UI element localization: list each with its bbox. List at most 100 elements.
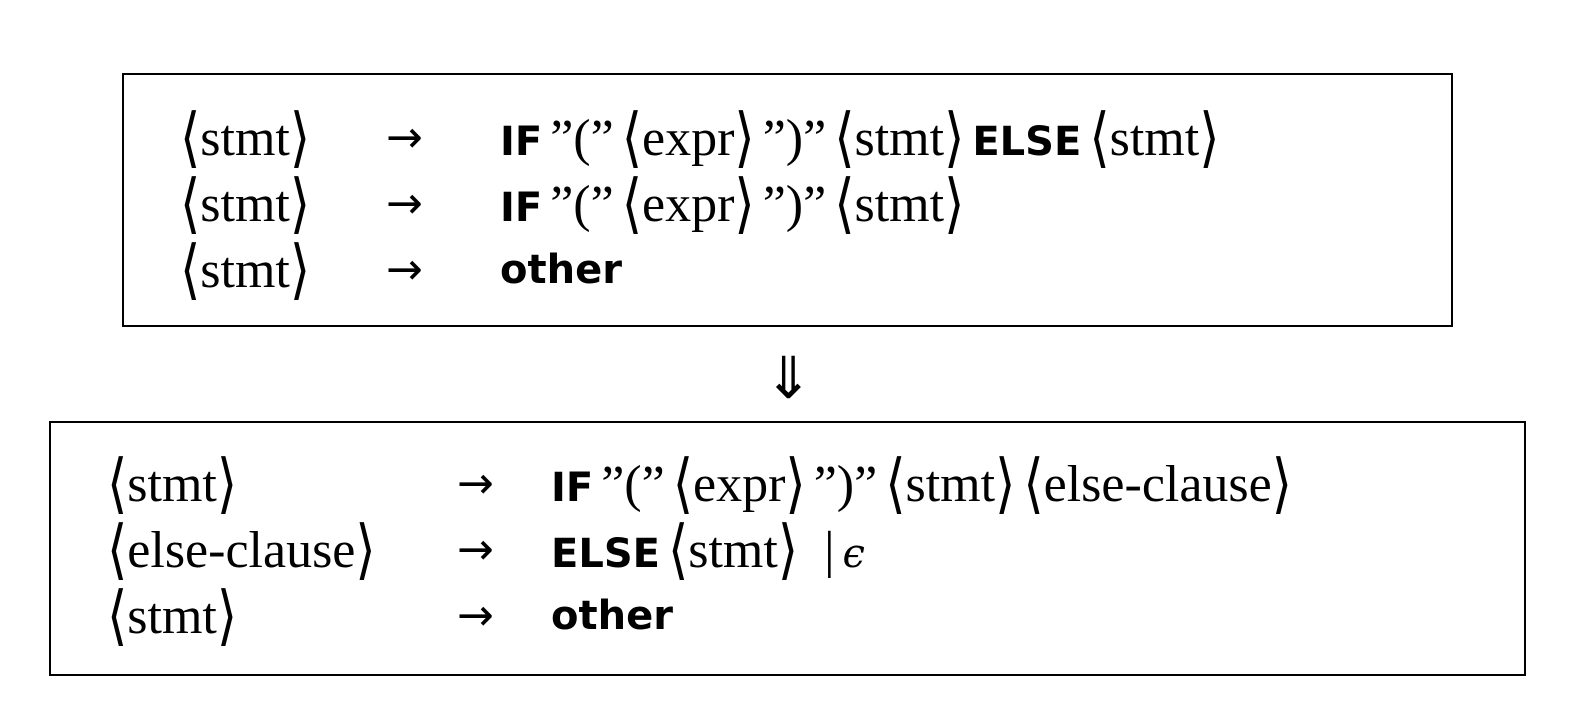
rule-lhs: ⟨stmt⟩ — [107, 447, 237, 522]
terminal-literal: ”)” — [762, 110, 827, 167]
rule-lhs: ⟨stmt⟩ — [180, 101, 310, 176]
nonterminal: ⟨stmt⟩ — [180, 233, 310, 316]
derives-arrow-icon: → — [386, 244, 423, 295]
rule-arrow: → — [457, 451, 494, 517]
nonterminal-text: else-clause — [1043, 456, 1272, 513]
derives-arrow-icon: → — [457, 524, 494, 575]
right-angle-bracket: ⟩ — [289, 100, 311, 176]
nonterminal-text: stmt — [854, 176, 945, 233]
terminal-keyword: other — [500, 247, 622, 293]
right-angle-bracket: ⟩ — [734, 100, 755, 176]
right-angle-bracket: ⟩ — [355, 512, 376, 588]
nonterminal: ⟨stmt⟩ — [107, 579, 237, 662]
factored-rule-row: ⟨stmt⟩→IF”(”⟨expr⟩”)”⟨stmt⟩⟨else-clause⟩ — [51, 447, 1524, 522]
nonterminal-text: stmt — [127, 588, 217, 645]
nonterminal-text: expr — [693, 456, 786, 513]
rule-arrow: → — [386, 237, 423, 303]
left-angle-bracket: ⟨ — [180, 166, 201, 242]
rule-rhs: ELSE⟨stmt⟩|ϵ — [551, 513, 865, 588]
alternative-bar: | — [824, 522, 835, 579]
nonterminal: ⟨else-clause⟩ — [1023, 447, 1292, 530]
nonterminal-text: expr — [642, 176, 735, 233]
nonterminal-text: expr — [642, 110, 735, 167]
nonterminal: ⟨stmt⟩ — [180, 167, 310, 250]
nonterminal: ⟨stmt⟩ — [668, 513, 798, 596]
nonterminal: ⟨expr⟩ — [673, 447, 806, 530]
nonterminal: ⟨stmt⟩ — [180, 101, 310, 184]
derives-arrow-icon: → — [457, 590, 494, 641]
factored-rule-row: ⟨else-clause⟩→ELSE⟨stmt⟩|ϵ — [51, 513, 1524, 588]
right-angle-bracket: ⟩ — [1199, 100, 1220, 176]
left-angle-bracket: ⟨ — [107, 446, 128, 522]
right-angle-bracket: ⟩ — [777, 512, 799, 588]
nonterminal: ⟨stmt⟩ — [107, 447, 237, 530]
rule-arrow: → — [386, 171, 423, 237]
nonterminal-text: stmt — [200, 176, 290, 233]
left-angle-bracket: ⟨ — [180, 232, 201, 308]
left-angle-bracket: ⟨ — [667, 512, 689, 588]
nonterminal-text: stmt — [1109, 110, 1200, 167]
terminal-literal: ”(” — [601, 456, 665, 513]
rule-rhs: IF”(”⟨expr⟩”)”⟨stmt⟩⟨else-clause⟩ — [551, 447, 1292, 522]
nonterminal-text: stmt — [688, 522, 778, 579]
left-angle-bracket: ⟨ — [621, 166, 642, 242]
rule-arrow: → — [457, 583, 494, 649]
left-angle-bracket: ⟨ — [1023, 446, 1044, 522]
terminal-literal: ”(” — [550, 176, 614, 233]
nonterminal: ⟨stmt⟩ — [834, 167, 964, 250]
right-angle-bracket: ⟩ — [1271, 446, 1293, 522]
nonterminal-text: stmt — [905, 456, 996, 513]
nonterminal: ⟨expr⟩ — [622, 101, 755, 184]
right-angle-bracket: ⟩ — [289, 232, 311, 308]
terminal-keyword: other — [551, 593, 673, 639]
nonterminal-text: else-clause — [127, 522, 356, 579]
derives-arrow-icon: → — [386, 112, 423, 163]
left-angle-bracket: ⟨ — [834, 100, 855, 176]
factored-grammar-box: ⟨stmt⟩→IF”(”⟨expr⟩”)”⟨stmt⟩⟨else-clause⟩… — [49, 421, 1526, 676]
terminal-keyword: IF — [551, 465, 594, 511]
right-angle-bracket: ⟩ — [995, 446, 1016, 522]
rule-rhs: IF”(”⟨expr⟩”)”⟨stmt⟩ELSE⟨stmt⟩ — [500, 101, 1219, 176]
nonterminal-text: stmt — [200, 110, 290, 167]
terminal-literal: ”)” — [762, 176, 827, 233]
rule-lhs: ⟨stmt⟩ — [107, 579, 237, 654]
nonterminal: ⟨stmt⟩ — [834, 101, 964, 184]
right-angle-bracket: ⟩ — [216, 446, 238, 522]
nonterminal: ⟨stmt⟩ — [1089, 101, 1219, 184]
terminal-keyword: IF — [500, 185, 543, 231]
left-angle-bracket: ⟨ — [1089, 100, 1110, 176]
rule-lhs: ⟨else-clause⟩ — [107, 513, 376, 588]
nonterminal: ⟨stmt⟩ — [885, 447, 1015, 530]
right-angle-bracket: ⟩ — [216, 578, 238, 654]
rule-rhs: IF”(”⟨expr⟩”)”⟨stmt⟩ — [500, 167, 964, 242]
derives-arrow-icon: → — [386, 178, 423, 229]
terminal-keyword: IF — [500, 119, 543, 165]
terminal-literal: ”(” — [550, 110, 614, 167]
original-grammar-box: ⟨stmt⟩→IF”(”⟨expr⟩”)”⟨stmt⟩ELSE⟨stmt⟩⟨st… — [122, 73, 1453, 327]
left-angle-bracket: ⟨ — [621, 100, 642, 176]
original-rule-row: ⟨stmt⟩→IF”(”⟨expr⟩”)”⟨stmt⟩ELSE⟨stmt⟩ — [124, 101, 1451, 176]
nonterminal: ⟨expr⟩ — [622, 167, 755, 250]
rule-arrow: → — [457, 517, 494, 583]
original-rule-row: ⟨stmt⟩→IF”(”⟨expr⟩”)”⟨stmt⟩ — [124, 167, 1451, 242]
nonterminal-text: stmt — [127, 456, 217, 513]
right-angle-bracket: ⟩ — [785, 446, 806, 522]
nonterminal-text: stmt — [854, 110, 945, 167]
right-angle-bracket: ⟩ — [289, 166, 311, 242]
right-angle-bracket: ⟩ — [944, 166, 965, 242]
rule-rhs: other — [500, 237, 622, 303]
left-angle-bracket: ⟨ — [180, 100, 201, 176]
right-angle-bracket: ⟩ — [944, 100, 965, 176]
nonterminal-text: stmt — [200, 242, 290, 299]
transform-arrow-icon: ⇓ — [764, 344, 813, 412]
rule-arrow: → — [386, 105, 423, 171]
epsilon-symbol: ϵ — [842, 531, 865, 577]
left-angle-bracket: ⟨ — [107, 512, 128, 588]
rule-rhs: other — [551, 583, 673, 649]
original-rule-row: ⟨stmt⟩ → other — [124, 233, 1451, 308]
rule-lhs: ⟨stmt⟩ — [180, 233, 310, 308]
right-angle-bracket: ⟩ — [734, 166, 755, 242]
nonterminal: ⟨else-clause⟩ — [107, 513, 376, 596]
left-angle-bracket: ⟨ — [672, 446, 693, 522]
terminal-keyword: ELSE — [972, 119, 1082, 165]
